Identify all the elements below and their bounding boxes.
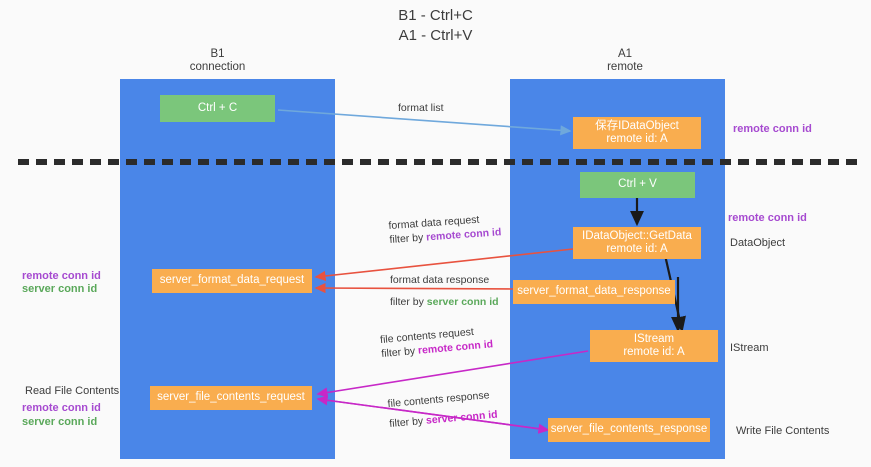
lane-header-a1: A1 remote: [545, 48, 705, 74]
edge-label-format-data-request: format data request filter by remote con…: [388, 211, 502, 247]
node-server-format-data-response-label: server_format_data_response: [517, 285, 671, 298]
side-label-read-file-contents: Read File Contents: [25, 385, 120, 397]
node-server-format-data-request-label: server_format_data_request: [159, 274, 305, 287]
edge-label-file-contents-request: file contents request filter by remote c…: [380, 323, 494, 361]
node-store-dataobject-line2: remote id: A: [606, 133, 668, 145]
lane-header-b1-line2: connection: [189, 61, 246, 73]
filter-key-server-conn-id-2: server conn id: [425, 408, 499, 427]
edge-label-file-contents-response-filter: filter by server conn id: [389, 408, 498, 431]
edge-label-file-contents-response: file contents response filter by server …: [387, 388, 498, 431]
node-server-format-data-response[interactable]: server_format_data_response: [513, 280, 675, 304]
filter-prefix-1: filter by: [389, 231, 427, 247]
node-store-dataobject-line1: 保存IDataObject: [595, 119, 679, 132]
lane-header-b1-line1: B1: [210, 48, 225, 60]
title-line-2: A1 - Ctrl+V: [398, 27, 473, 44]
edge-label-file-contents-response-text: file contents response: [387, 389, 490, 411]
filter-prefix-4: filter by: [388, 414, 427, 431]
node-istream-line1: IStream: [633, 332, 675, 345]
node-ctrl-v[interactable]: Ctrl + V: [580, 172, 695, 198]
filter-prefix-3: filter by: [380, 344, 419, 361]
title-line-1: B1 - Ctrl+C: [398, 7, 473, 24]
node-server-file-contents-response-label: server_file_contents_response: [550, 423, 708, 436]
filter-key-server-conn-id-1: server conn id: [426, 296, 499, 308]
lane-header-a1-line2: remote: [607, 61, 643, 73]
side-label-remote-conn-id-top: remote conn id: [733, 123, 812, 135]
page-title: B1 - Ctrl+C A1 - Ctrl+V: [0, 6, 871, 46]
node-server-format-data-request[interactable]: server_format_data_request: [152, 269, 312, 293]
filter-key-remote-conn-id-1: remote conn id: [425, 226, 502, 244]
side-label-left-server-conn-id-mid: server conn id: [22, 283, 98, 295]
filter-prefix-2: filter by: [390, 296, 427, 308]
node-ctrl-c[interactable]: Ctrl + C: [160, 95, 275, 122]
side-label-dataobject: DataObject: [730, 237, 786, 249]
side-label-left-remote-conn-id-bottom: remote conn id: [22, 402, 101, 414]
node-idataobject-getdata-line1: IDataObject::GetData: [582, 229, 692, 242]
side-label-istream: IStream: [730, 342, 769, 354]
lane-header-b1: B1 connection: [140, 48, 295, 74]
node-idataobject-getdata[interactable]: IDataObject::GetData remote id: A: [573, 227, 701, 259]
node-server-file-contents-request-label: server_file_contents_request: [157, 391, 305, 404]
node-idataobject-getdata-line2: remote id: A: [606, 243, 668, 255]
edge-label-format-list-text: format list: [398, 102, 444, 114]
edge-label-format-data-response: format data response filter by server co…: [390, 273, 499, 309]
node-server-file-contents-request[interactable]: server_file_contents_request: [150, 386, 312, 410]
node-store-dataobject[interactable]: 保存IDataObject remote id: A: [573, 117, 701, 149]
side-label-write-file-contents: Write File Contents: [736, 425, 830, 437]
edge-label-format-list: format list: [398, 101, 444, 115]
side-label-remote-conn-id-mid: remote conn id: [728, 212, 807, 224]
side-label-left-remote-conn-id-mid: remote conn id: [22, 270, 101, 282]
lane-header-a1-line1: A1: [617, 48, 633, 60]
node-istream-line2: remote id: A: [623, 346, 685, 358]
edge-label-format-data-response-filter: filter by server conn id: [390, 295, 499, 309]
node-ctrl-c-label: Ctrl + C: [197, 101, 238, 114]
node-server-file-contents-response[interactable]: server_file_contents_response: [548, 418, 710, 442]
node-ctrl-v-label: Ctrl + V: [618, 178, 657, 191]
edge-label-format-data-response-text: format data response: [390, 274, 490, 286]
node-istream[interactable]: IStream remote id: A: [590, 330, 718, 362]
side-label-left-server-conn-id-bottom: server conn id: [22, 416, 98, 428]
